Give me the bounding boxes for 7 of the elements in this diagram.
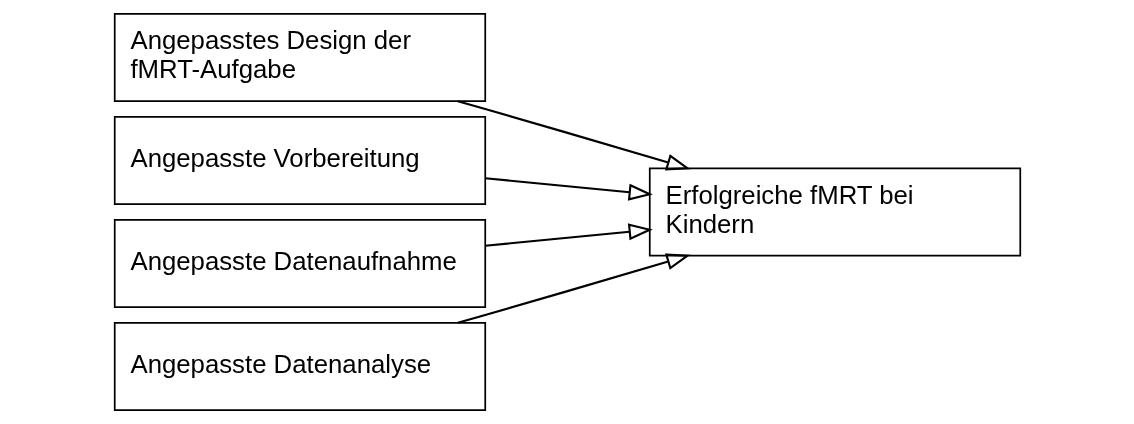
- node-box: Angepasste Datenanalyse: [113, 322, 486, 411]
- node-box: Erfolgreiche fMRT bei Kindern: [648, 167, 1021, 257]
- arrow: [484, 177, 653, 201]
- node-box: Angepasstes Design der fMRT-Aufgabe: [113, 13, 486, 102]
- node-box: Angepasste Vorbereitung: [113, 116, 486, 205]
- arrow: [484, 223, 653, 247]
- node-box: Angepasste Datenaufnahme: [113, 219, 486, 308]
